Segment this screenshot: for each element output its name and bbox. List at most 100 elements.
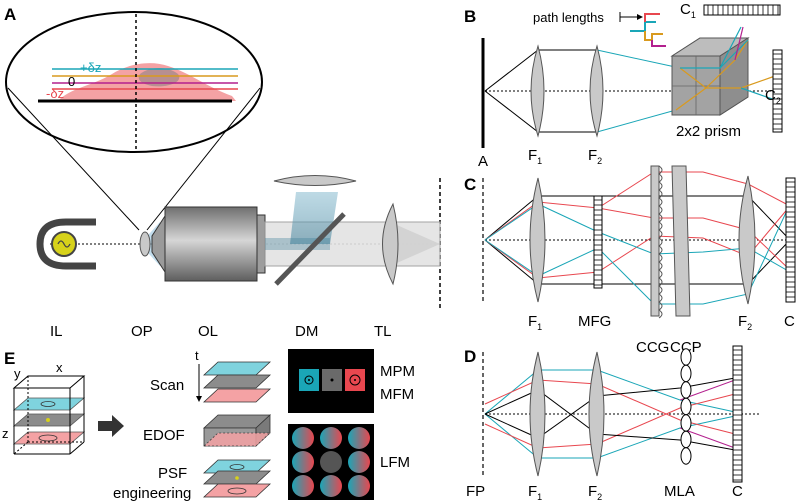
lfm-microimage — [292, 451, 314, 473]
panel-a: A +δz 0 -δz — [4, 5, 441, 340]
chromatic-correction-grating — [650, 165, 663, 319]
lens-f1-b — [530, 44, 545, 138]
label-f1-b-main: F — [528, 147, 537, 164]
arrow-icon — [98, 415, 124, 437]
label-f1-d-main: F — [528, 483, 537, 500]
label-f1-b: F1 — [528, 147, 542, 166]
lens-f1-c — [529, 177, 546, 303]
camera-d — [732, 345, 743, 483]
lfm-microimage — [348, 451, 370, 473]
dichroic-mirror — [274, 212, 346, 286]
label-minus-dz: -δz — [46, 86, 64, 101]
label-mfg: MFG — [578, 313, 611, 330]
path-length-tree — [630, 13, 666, 47]
label-f2-c-main: F — [738, 313, 747, 330]
label-c2: C2 — [765, 87, 781, 106]
lfm-microimage — [292, 475, 314, 497]
label-camera-d: C — [732, 483, 743, 500]
label-f2-b-main: F — [588, 147, 597, 164]
label-op: OP — [131, 323, 153, 340]
chromatic-correction-prism — [671, 165, 691, 317]
label-ccp: CCP — [670, 339, 702, 356]
label-c1-main: C — [680, 1, 691, 18]
lfm-microimage — [320, 451, 342, 473]
label-f2-b: F2 — [588, 147, 602, 166]
panel-d: D FP F1 F2 MLA C — [464, 345, 760, 502]
label-f1-d-sub: 1 — [537, 492, 542, 502]
label-mla: MLA — [664, 483, 695, 500]
label-f2-c-sub: 2 — [747, 322, 752, 332]
label-dm: DM — [295, 323, 318, 340]
focusing-cone — [390, 222, 440, 266]
label-c1: C1 — [680, 1, 696, 20]
lfm-microimage — [292, 427, 314, 449]
camera-c1 — [703, 4, 781, 16]
label-edof: EDOF — [143, 427, 185, 444]
label-axis-x: x — [56, 360, 63, 375]
label-f2-c: F2 — [738, 313, 752, 332]
label-ol: OL — [198, 323, 218, 340]
excitation-lens — [273, 175, 357, 186]
lens-f1-d — [529, 351, 546, 477]
camera-c2 — [772, 49, 783, 133]
label-lfm: LFM — [380, 454, 410, 471]
panel-b-letter: B — [464, 7, 476, 26]
lens-f2-b — [589, 44, 604, 138]
label-axis-z: z — [2, 426, 9, 441]
label-aperture: A — [478, 153, 488, 170]
multifocus-grating — [593, 195, 603, 289]
illumination-source — [36, 218, 96, 270]
lens-f2-c — [738, 175, 756, 305]
label-ccg: CCG — [636, 339, 669, 356]
label-f1-b-sub: 1 — [537, 156, 542, 166]
panel-c: C F1 MFG CCG CCP F2 — [464, 165, 796, 356]
label-f2-d-main: F — [588, 483, 597, 500]
label-c2-main: C — [765, 87, 776, 104]
panel-b: B path lengths — [464, 1, 783, 170]
label-t: t — [195, 348, 199, 363]
label-f2-d-sub: 2 — [597, 492, 602, 502]
volume-cube — [12, 375, 86, 455]
label-mfm: MFM — [380, 386, 414, 403]
label-f2-b-sub: 2 — [597, 156, 602, 166]
label-camera-c: C — [784, 313, 795, 330]
scan-stack — [202, 361, 272, 403]
light-field-image — [288, 424, 374, 500]
panel-a-letter: A — [4, 5, 16, 24]
label-engineering: engineering — [113, 485, 191, 502]
psf-engineering-stack — [202, 459, 272, 498]
label-tl: TL — [374, 323, 392, 340]
label-il: IL — [50, 323, 63, 340]
nucleus-shape — [138, 68, 180, 87]
lfm-microimage — [320, 427, 342, 449]
panel-e-letter: E — [4, 349, 15, 368]
objective-lens — [151, 206, 266, 282]
camera-c — [785, 177, 796, 303]
excitation-beam — [290, 192, 338, 244]
label-scan: Scan — [150, 377, 184, 394]
label-f1-c-main: F — [528, 313, 537, 330]
magnified-sample-view: +δz 0 -δz — [5, 11, 263, 153]
panel-d-letter: D — [464, 347, 476, 366]
lfm-microimage — [320, 475, 342, 497]
label-path-lengths: path lengths — [533, 10, 604, 25]
label-c1-sub: 1 — [691, 10, 696, 20]
label-psf: PSF — [158, 465, 187, 482]
label-plus-dz: +δz — [80, 60, 101, 75]
microlens-array — [680, 348, 692, 465]
tube-lens — [382, 202, 399, 286]
label-mpm: MPM — [380, 363, 415, 380]
lfm-microimage — [348, 475, 370, 497]
label-prism: 2x2 prism — [676, 123, 741, 140]
label-fp: FP — [466, 483, 485, 500]
edof-stack — [202, 414, 272, 447]
panel-e: E x y z — [2, 348, 415, 502]
object-plane-lens — [139, 231, 151, 257]
label-f1-c-sub: 1 — [537, 322, 542, 332]
lens-f2-d — [588, 351, 605, 477]
prism — [670, 26, 776, 116]
panel-c-letter: C — [464, 175, 476, 194]
zoom-line-right — [146, 87, 261, 231]
label-c2-sub: 2 — [776, 96, 781, 106]
